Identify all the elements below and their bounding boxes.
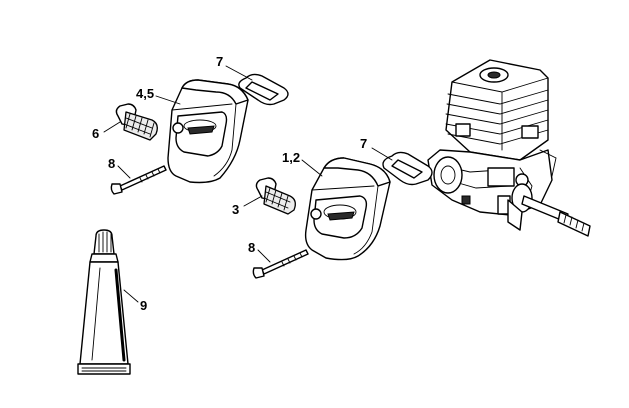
callout-9: 9 [140,298,147,313]
leader-lines [103,65,393,303]
engine-cylinder [445,59,549,161]
gasket-lower [382,151,433,186]
muffler-lower [304,157,391,261]
grease-tube [77,229,131,375]
gasket-upper [238,73,289,106]
engine-crankshaft [507,183,591,237]
callout-4-5: 4,5 [136,86,154,101]
spark-arrestor-screen-lower [255,177,296,215]
spark-arrestor-screen-upper [115,103,158,141]
muffler-upper [167,79,249,184]
callout-7-lower: 7 [360,136,367,151]
callout-8-lower: 8 [248,240,255,255]
callout-1-2: 1,2 [282,150,300,165]
screw-upper [110,165,167,195]
screw-lower [252,249,309,279]
callout-8-upper: 8 [108,156,115,171]
callout-3: 3 [232,202,239,217]
callout-7-upper: 7 [216,54,223,69]
callout-6: 6 [92,126,99,141]
